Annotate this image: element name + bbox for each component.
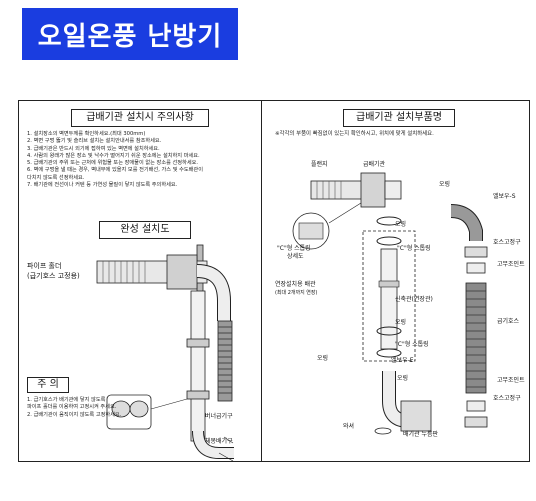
precaution-item: 1. 설치장소의 벽면두께를 확인하세요.(최대 300mm) <box>27 131 146 137</box>
precaution-item: 5. 급배기관의 주위 또는 근처에 위험물 또는 장애물이 없는 장소를 선정… <box>27 160 199 167</box>
pipe-holder-sub-label: (급기호스 고정용) <box>27 272 80 280</box>
exhaust-holder-label: 배기관 누름판 <box>403 431 439 438</box>
caution-list: 1. 급기호스가 배기관에 닿지 않도록 파이프 홀더를 이용하여 고정시켜 주… <box>27 397 121 419</box>
caution-item: 1. 급기호스가 배기관에 닿지 않도록 <box>27 397 106 403</box>
precautions-title: 급배기관 설치시 주의사항 <box>71 109 209 127</box>
pipe-holder-icon <box>106 394 188 430</box>
o-ring-label: 오링 <box>439 181 451 188</box>
detail-view-label: 상세도 <box>287 253 304 260</box>
precaution-item: 6. 벽에 구멍을 낼 때는 경우, 벽내부에 있을지 모를 전기배선, 가스 … <box>27 167 203 174</box>
hose-joint-label: 고무조인트 <box>497 261 525 268</box>
precautions-list: 1. 설치장소의 벽면두께를 확인하세요.(최대 300mm) 2. 벽면 구멍… <box>27 131 203 189</box>
caution-item: 2. 급배기관이 움직이지 않도록 고정하세요. <box>27 411 122 418</box>
flange-label: 플랜지 <box>311 161 328 168</box>
install-title: 완성 설치도 <box>99 221 191 239</box>
extension-label: 신축관(연장관) <box>395 296 433 303</box>
o-ring-label: 오링 <box>395 221 407 228</box>
c-clamp-label: "C"형 스톱링 <box>397 245 431 252</box>
washer-label: 와셔 <box>343 423 355 430</box>
hose-clamp-label: 호스고정구 <box>493 395 521 402</box>
o-ring-label: 오링 <box>397 375 409 382</box>
elbow-e-label: 엘보우-E <box>391 357 414 364</box>
precaution-item: 7. 배기관에 전선이나 커텐 등 가연성 물질이 닿지 않도록 주의하세요. <box>27 182 178 189</box>
supply-hose-label: 급기호스 <box>497 318 520 325</box>
ext-pipe-sub-label: (최대 2개까지 연장) <box>275 290 318 296</box>
panel-divider <box>261 101 262 461</box>
body-exhaust-label: 체몽배기구 <box>205 438 233 445</box>
precaution-item: 4. 사람의 왕래가 많은 장소 및 낙수가 떨어지기 쉬운 장소에는 설치하지… <box>27 152 200 159</box>
precaution-item: 다치지 않도록 선정하세요. <box>27 174 85 181</box>
parts-drawing <box>292 172 488 435</box>
o-ring-label: 오링 <box>317 355 329 362</box>
elbow-s-label: 엘보우-S <box>493 193 516 200</box>
caution-item: 파이프 홀더를 이용하여 고정시켜 주세요. <box>27 404 117 411</box>
hose-clamp-label: 호스고정구 <box>493 239 521 246</box>
ext-pipe-label: 연장설치용 배관 <box>275 281 316 288</box>
install-drawing <box>96 244 234 462</box>
o-ring-label: 오링 <box>395 319 407 326</box>
page-title: 오일온풍 난방기 <box>22 8 238 60</box>
caution-title: 주 의 <box>27 377 69 393</box>
pipe-holder-label: 파이프 홀더 <box>27 262 62 270</box>
installation-sheet: 급배기관 설치시 주의사항 1. 설치장소의 벽면두께를 확인하세요.(최대 3… <box>18 100 530 462</box>
hose-joint-label: 고무조인트 <box>497 377 525 384</box>
parts-title: 급배기관 설치부품명 <box>343 109 455 127</box>
precaution-item: 2. 벽면 구멍 뚫기 및 슬리브 설치는 설치안내서를 참조하세요. <box>27 138 162 145</box>
c-clamp-detail-label: "C"형 스톱링 <box>277 245 311 252</box>
precaution-item: 3. 급배기관은 반드시 외기에 접하여 있는 벽면에 설치하세요. <box>27 145 160 152</box>
c-clamp-label: "C"형 스톱링 <box>395 341 429 348</box>
parts-note: ※각각의 부품이 빠짐없이 있는지 확인하시고, 위치에 맞게 설치하세요. <box>275 131 434 137</box>
burner-supply-label: 버너급기구 <box>205 413 233 420</box>
supply-exhaust-pipe-label: 급배기관 <box>363 161 386 168</box>
